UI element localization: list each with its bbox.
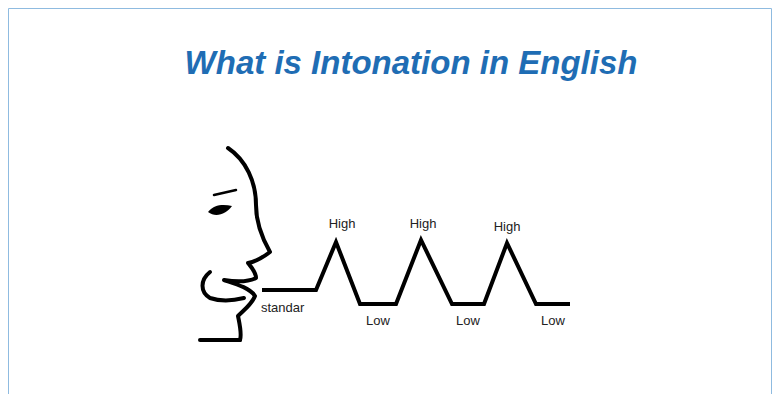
chin-line [200, 338, 240, 342]
intonation-line [262, 240, 570, 304]
pitch-label: Low [456, 313, 480, 328]
jaw-line [203, 272, 245, 300]
eyebrow [214, 190, 236, 195]
pitch-label: High [494, 219, 521, 234]
pitch-label: High [329, 216, 356, 231]
eye [208, 205, 232, 215]
pitch-label: Low [541, 313, 565, 328]
baseline-label: standar [261, 300, 304, 315]
pitch-label: High [410, 216, 437, 231]
page-title: What is Intonation in English [185, 44, 638, 82]
frame-border [9, 9, 772, 394]
pitch-label: Low [366, 313, 390, 328]
